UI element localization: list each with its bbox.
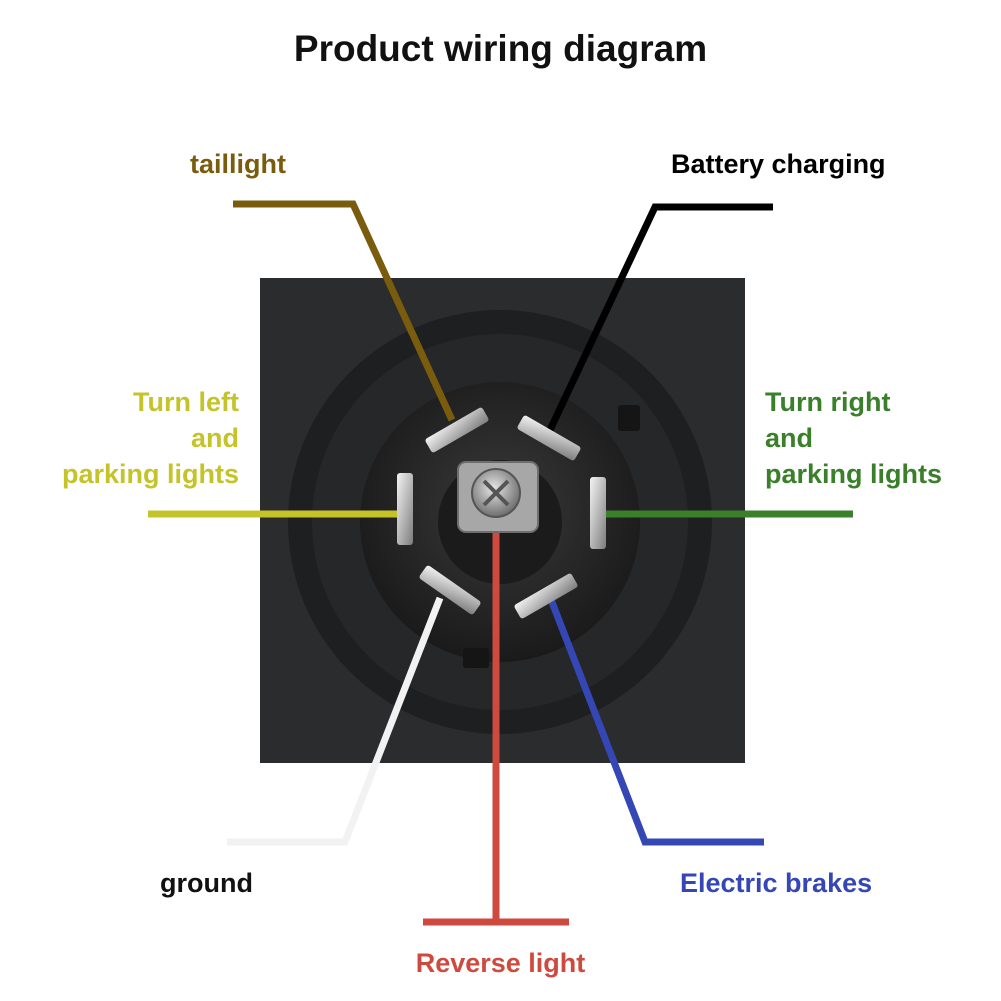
reverse-light-label: Reverse light (415, 948, 586, 978)
pin-ground (419, 565, 481, 615)
turn-left-label-line: and (190, 423, 239, 453)
pin-battery (517, 415, 581, 461)
diagram-title: Product wiring diagram (293, 28, 708, 69)
turn-right-label-line: Turn right (765, 387, 891, 417)
pin-taillight (425, 407, 489, 453)
pin-brakes (514, 573, 578, 619)
connector-pins (397, 407, 606, 619)
taillight-wire (233, 200, 456, 422)
turn-left-label-line: Turn left (133, 387, 239, 417)
ground-label: ground (160, 868, 253, 898)
pin-turn-right (590, 477, 606, 549)
battery-charging-wire (546, 203, 773, 432)
taillight-label: taillight (190, 149, 286, 179)
electric-brakes-label: Electric brakes (680, 868, 873, 898)
turn-left-label: Turn left and parking lights (62, 384, 239, 492)
turn-right-label: Turn right and parking lights (765, 384, 942, 492)
pin-turn-left (397, 473, 413, 545)
ground-wire (227, 596, 444, 846)
turn-left-label-line: parking lights (61, 459, 239, 489)
turn-right-label-line: parking lights (765, 459, 943, 489)
turn-right-label-line: and (765, 423, 814, 453)
battery-charging-label: Battery charging (671, 149, 886, 179)
electric-brakes-wire (546, 595, 764, 846)
